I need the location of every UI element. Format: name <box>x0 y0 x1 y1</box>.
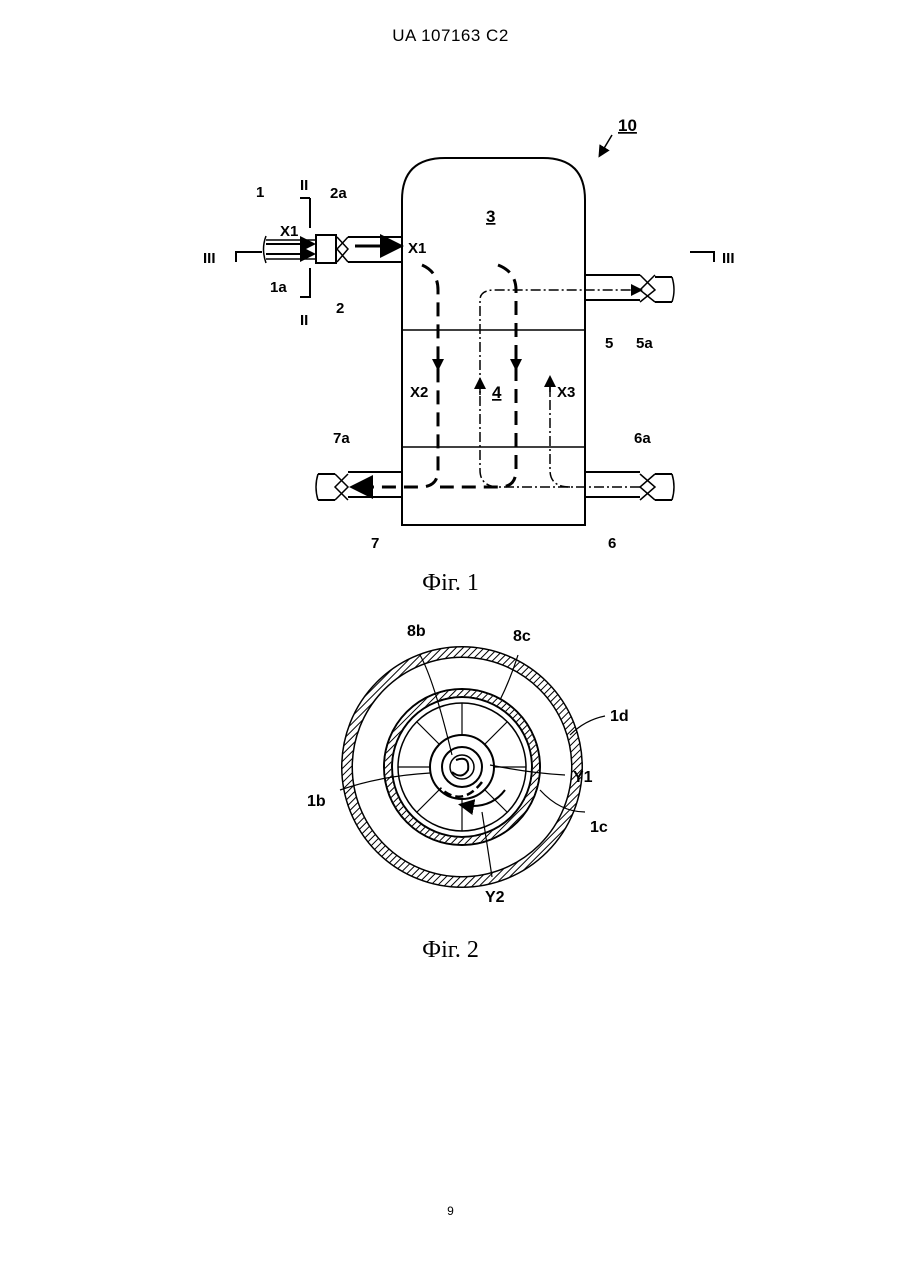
label-y2: Y2 <box>485 889 505 906</box>
label-8b: 8b <box>407 623 426 640</box>
label-1b: 1b <box>307 793 326 810</box>
figure-2-caption: Фіг. 2 <box>0 937 901 964</box>
label-8c: 8c <box>513 628 531 645</box>
label-y1: Y1 <box>573 769 593 786</box>
cross-section <box>340 647 605 887</box>
label-1d: 1d <box>610 708 629 725</box>
page-number: 9 <box>0 1204 901 1218</box>
label-1c: 1c <box>590 819 608 836</box>
